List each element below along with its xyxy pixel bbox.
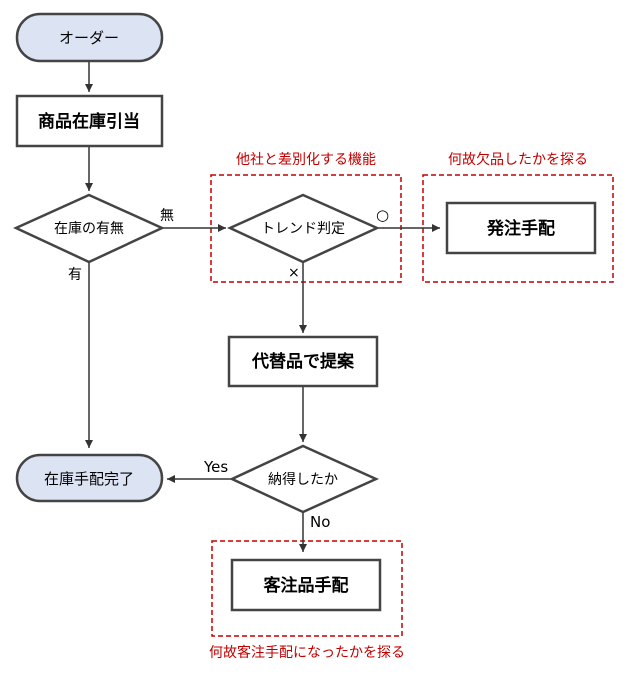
edge-label-trend-no: × [288,265,300,281]
customer-order-label: 客注品手配 [263,575,349,596]
customer-order-process [230,558,382,612]
edge-label-no-stock: 無 [160,208,174,224]
accepted-label: 納得したか [268,471,338,488]
edge-label-no: No [310,513,330,531]
stock-check-decision [13,193,165,264]
annotation-why-customer-order: 何故客注手配になったかを探る [209,644,405,661]
substitute-process [227,335,379,388]
annotation-why-shortage: 何故欠品したかを探る [448,152,588,168]
place-order-label: 発注手配 [486,218,555,239]
customer-order-dashed-box [211,540,403,637]
edge-label-has-stock: 有 [68,267,82,283]
edge-label-yes: Yes [203,458,228,476]
trend-label: トレンド判定 [261,221,345,237]
order-terminal [15,12,164,63]
trend-decision [227,193,381,264]
place-order-process [445,201,597,255]
annotation-differentiation: 他社と差別化する機能 [236,152,376,168]
accepted-decision [229,444,380,514]
order-label: オーダー [59,29,119,47]
stock-check-label: 在庫の有無 [54,220,124,237]
edge-label-trend-yes: ○ [376,206,389,224]
allocate-label: 商品在庫引当 [38,111,140,132]
substitute-label: 代替品で提案 [251,351,355,372]
complete-terminal [15,453,164,503]
allocate-process [15,94,164,148]
complete-label: 在庫手配完了 [44,470,134,488]
